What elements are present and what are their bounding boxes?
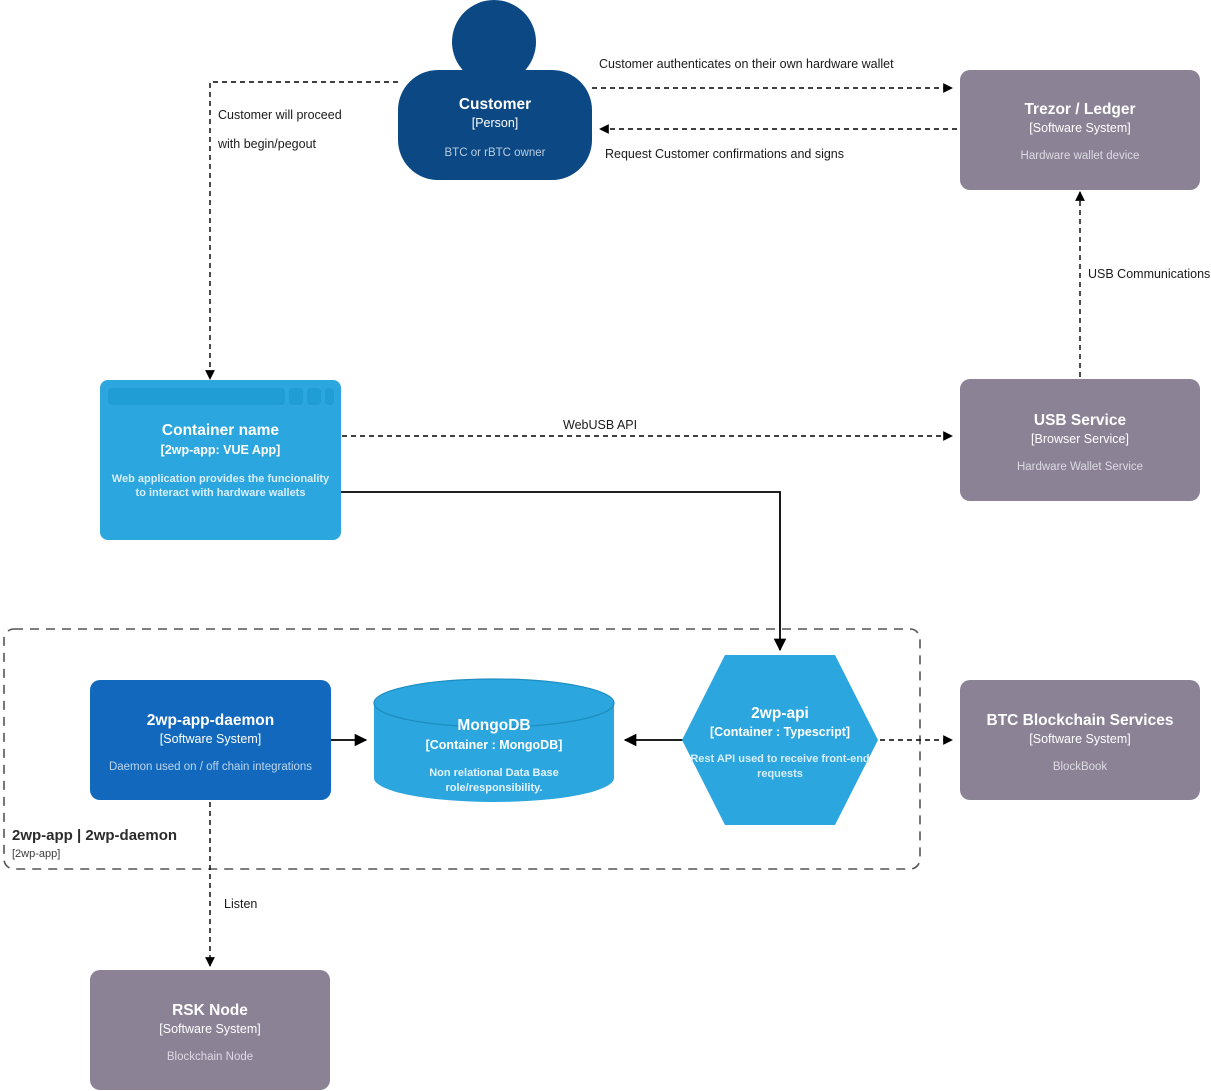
edge-customer-to-container: [205, 81, 398, 380]
edge-label-request-confirmations: Request Customer confirmations and signs: [605, 147, 845, 161]
node-usb-service-shape[interactable]: [960, 379, 1200, 501]
node-trezor-ledger-shape[interactable]: [960, 70, 1200, 190]
boundary-title: 2wp-app | 2wp-daemon: [12, 827, 178, 844]
node-2wp-api-shape[interactable]: [682, 655, 878, 825]
node-mongodb-shape[interactable]: [373, 678, 615, 802]
boundary-2wp-app: [3, 628, 921, 870]
boundary-subtitle: [2wp-app]: [12, 848, 61, 860]
edge-label-webusb-api: WebUSB API: [563, 418, 638, 432]
edge-label-usb-communications: USB Communications: [1088, 267, 1211, 281]
edge-label-listen: Listen: [224, 897, 258, 911]
edge-label-customer-will-proceed-line2: with begin/pegout: [218, 137, 316, 151]
node-container-name-shape[interactable]: [100, 380, 341, 540]
edge-label-customer-will-proceed-line1: Customer will proceed: [218, 108, 342, 122]
edge-container-to-2wp-api: [341, 491, 787, 652]
node-btc-blockchain-services-shape[interactable]: [960, 680, 1200, 800]
edge-label-customer-authenticates: Customer authenticates on their own hard…: [599, 57, 894, 71]
node-2wp-app-daemon-shape[interactable]: [90, 680, 331, 800]
node-customer-shape[interactable]: [398, 0, 592, 180]
node-rsk-node-shape[interactable]: [90, 970, 330, 1090]
